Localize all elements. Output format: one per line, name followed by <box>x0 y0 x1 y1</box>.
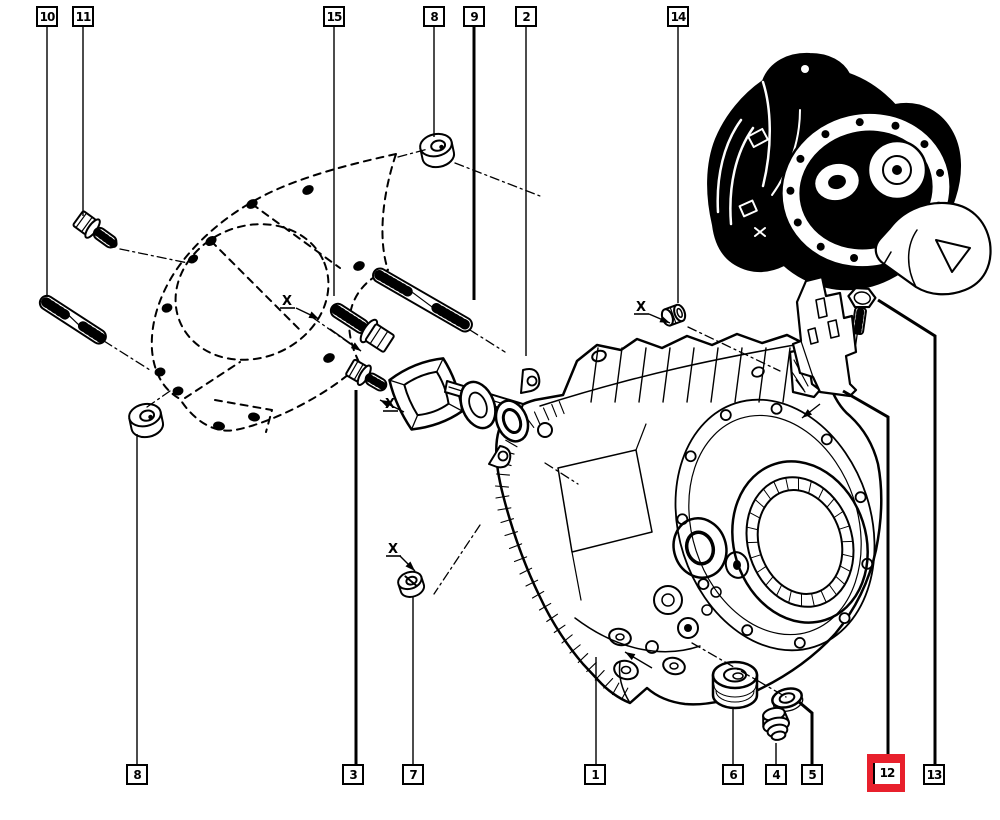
x-marker-label: X <box>636 300 646 315</box>
callout-label: 8 <box>430 9 438 24</box>
plug-part-4-drawing <box>762 706 791 741</box>
callout-14[interactable]: 14 <box>667 6 689 27</box>
stud-part-10-drawing <box>38 294 107 345</box>
assembly-direction-arrow <box>801 403 821 419</box>
callout-label: 4 <box>772 767 780 782</box>
bolt-part-15-drawing <box>329 302 395 353</box>
callout-13[interactable]: 13 <box>923 764 945 785</box>
callout-7[interactable]: 7 <box>402 764 424 785</box>
callout-8-bottom[interactable]: 8 <box>126 764 148 785</box>
callout-label: 15 <box>326 9 343 24</box>
callout-2[interactable]: 2 <box>515 6 537 27</box>
assembly-x-marker: X <box>379 397 405 413</box>
leader-line-12 <box>842 389 890 757</box>
callout-label: 2 <box>522 9 530 24</box>
assembly-x-marker: X <box>280 294 320 320</box>
x-marker-arrow <box>648 313 671 324</box>
assembly-direction-arrow <box>329 328 362 352</box>
x-marker-arrow <box>399 555 416 572</box>
nut-part-8-bottom-drawing <box>128 402 165 439</box>
bracket-part-12-drawing <box>788 275 858 399</box>
callout-label: 7 <box>409 767 417 782</box>
x-marker-label: X <box>388 542 398 557</box>
callout-11[interactable]: 11 <box>72 6 94 27</box>
callout-label: 6 <box>729 767 737 782</box>
callout-5[interactable]: 5 <box>801 764 823 785</box>
bolt-part-13-drawing <box>847 286 877 346</box>
gasket-outline-drawing <box>150 153 397 433</box>
bolt-part-11-drawing <box>72 210 118 249</box>
callout-label: 14 <box>670 9 687 24</box>
callout-10[interactable]: 10 <box>36 6 58 27</box>
callout-3[interactable]: 3 <box>342 764 364 785</box>
callout-12-highlighted[interactable]: 12 <box>867 754 905 792</box>
bolt-part-3-drawing <box>345 358 388 392</box>
leader-line-5 <box>798 700 814 764</box>
callout-label: 10 <box>39 9 56 24</box>
callout-15[interactable]: 15 <box>323 6 345 27</box>
callout-label: 5 <box>808 767 816 782</box>
x-marker-arrow <box>379 399 405 413</box>
assembly-x-marker: X <box>386 542 416 572</box>
x-marker-label: X <box>282 294 292 309</box>
callout-label: 8 <box>133 767 141 782</box>
callout-4[interactable]: 4 <box>765 764 787 785</box>
callout-1[interactable]: 1 <box>584 764 606 785</box>
clutch-housing-black-drawing <box>707 52 992 296</box>
callout-label: 3 <box>349 767 357 782</box>
x-marker-arrow <box>295 307 320 320</box>
nut-part-8-top-drawing <box>419 132 456 169</box>
callout-label: 1 <box>591 767 599 782</box>
callout-8-top[interactable]: 8 <box>423 6 445 27</box>
callout-6[interactable]: 6 <box>722 764 744 785</box>
assembly-direction-arrow <box>624 651 653 669</box>
leader-line-13 <box>877 298 937 764</box>
callout-label: 9 <box>470 9 478 24</box>
callout-label: 11 <box>75 9 92 24</box>
callout-label: 13 <box>926 767 943 782</box>
callout-label: 12 <box>872 762 900 784</box>
assembly-x-marker: X <box>634 300 671 324</box>
callout-9[interactable]: 9 <box>463 6 485 27</box>
release-bearing-assembly-drawing <box>388 357 541 469</box>
seal-part-6-drawing <box>711 660 759 710</box>
nut-part-7-drawing <box>397 570 426 598</box>
stud-part-9-drawing <box>372 267 473 333</box>
gearbox-housing-drawing <box>494 332 883 706</box>
